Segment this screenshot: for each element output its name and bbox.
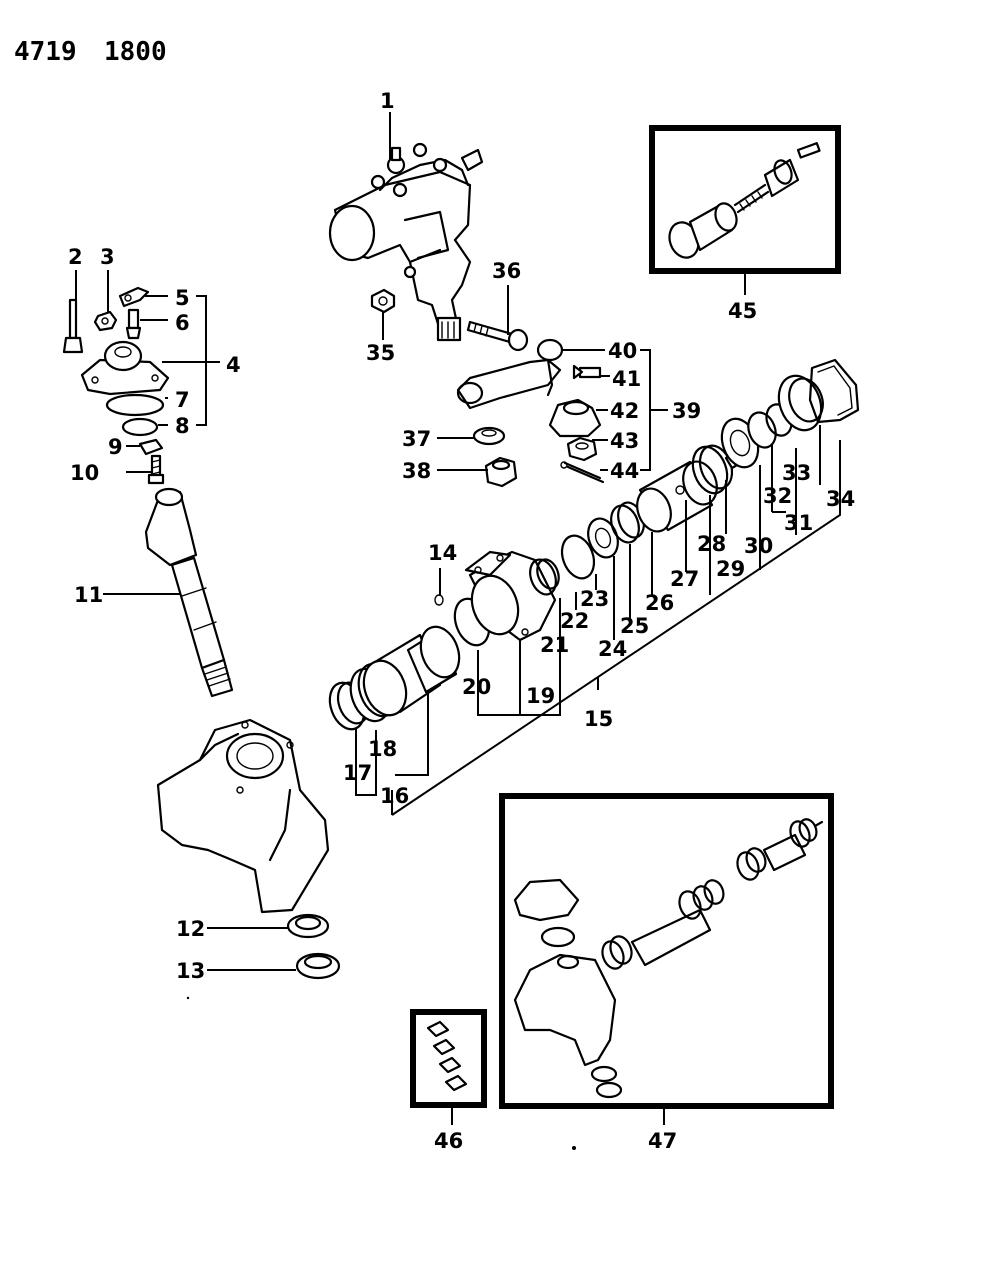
race-32	[747, 411, 777, 449]
callout-43: 43	[610, 429, 639, 453]
callout-35: 35	[366, 341, 395, 365]
callout-17: 17	[343, 761, 372, 785]
callout-5: 5	[175, 286, 190, 310]
callout-40: 40	[608, 339, 637, 363]
kit-46-parts	[426, 1020, 468, 1092]
callout-2: 2	[68, 245, 83, 269]
callout-9: 9	[108, 435, 123, 459]
callout-27: 27	[670, 567, 699, 591]
callout-7: 7	[175, 388, 190, 412]
grease-fitting-41	[572, 364, 602, 380]
gasket-8	[121, 417, 159, 437]
callout-42: 42	[610, 399, 639, 423]
castle-nut-43	[566, 436, 598, 462]
callout-39: 39	[672, 399, 701, 423]
adjust-screw-6	[125, 308, 142, 340]
dust-cover-42	[548, 398, 602, 438]
callout-34: 34	[826, 487, 855, 511]
snap-ring-34	[808, 358, 860, 424]
leader-lines	[75, 112, 841, 1125]
callout-47: 47	[648, 1129, 677, 1153]
bearing-24	[587, 517, 619, 559]
callout-14: 14	[428, 541, 457, 565]
gear-housing	[156, 718, 330, 914]
cotter-pin-44	[560, 461, 605, 484]
header-ref-b: 1800	[104, 37, 167, 67]
callout-36: 36	[492, 259, 521, 283]
callout-15: 15	[584, 707, 613, 731]
callout-41: 41	[612, 367, 641, 391]
lock-washer-37	[472, 426, 506, 446]
callout-6: 6	[175, 311, 190, 335]
callout-12: 12	[176, 917, 205, 941]
callout-24: 24	[598, 637, 627, 661]
callout-numbers: 1 2 3 4 5 6 7 8 9 10 11 12 13 14 15 16 1…	[68, 89, 855, 1153]
kit-45-parts	[668, 142, 821, 259]
nut-35	[370, 288, 396, 314]
callout-21: 21	[540, 633, 569, 657]
seal-21	[529, 558, 560, 596]
header-ref-a: 4719	[14, 37, 77, 67]
kit-box-46	[410, 1009, 487, 1108]
kit-47-parts	[513, 818, 824, 1099]
oil-seal-13	[295, 952, 341, 980]
valve-housing-19	[464, 550, 557, 642]
callout-16: 16	[380, 784, 409, 808]
callout-30: 30	[744, 534, 773, 558]
callout-23: 23	[580, 587, 609, 611]
callout-18: 18	[368, 737, 397, 761]
top-cover-4	[80, 340, 170, 396]
callout-32: 32	[763, 484, 792, 508]
worm-assembly-15	[328, 358, 860, 731]
nut-38	[484, 456, 518, 488]
kit-box-47	[499, 793, 834, 1109]
callout-26: 26	[645, 591, 674, 615]
callout-10: 10	[70, 461, 99, 485]
callout-44: 44	[610, 459, 639, 483]
o-ring-7	[105, 393, 165, 417]
callout-33: 33	[782, 461, 811, 485]
callout-46: 46	[434, 1129, 463, 1153]
lock-washer-9	[138, 438, 164, 456]
callout-4: 4	[226, 353, 241, 377]
steering-gear-assembly	[328, 142, 484, 342]
callout-28: 28	[697, 532, 726, 556]
adjusting-bolt-10	[147, 454, 165, 485]
o-ring-14	[434, 594, 444, 606]
bolt-2	[62, 298, 84, 354]
oil-seal-12	[286, 913, 330, 939]
bolt-36	[466, 320, 529, 352]
callout-1: 1	[380, 89, 395, 113]
callout-13: 13	[176, 959, 205, 983]
callout-3: 3	[100, 245, 115, 269]
callout-37: 37	[402, 427, 431, 451]
sector-shaft-11	[144, 487, 234, 698]
callout-8: 8	[175, 414, 190, 438]
callout-11: 11	[74, 583, 103, 607]
pitman-arm-40	[456, 338, 564, 410]
ball-nut-16	[362, 625, 461, 717]
callout-38: 38	[402, 459, 431, 483]
callout-25: 25	[620, 614, 649, 638]
kit-box-45	[649, 125, 841, 274]
callout-45: 45	[728, 299, 757, 323]
callout-22: 22	[560, 609, 589, 633]
callout-19: 19	[526, 684, 555, 708]
lock-plate-5	[118, 286, 150, 308]
callout-31: 31	[784, 511, 813, 535]
o-ring-23	[560, 534, 596, 580]
callout-29: 29	[716, 557, 745, 581]
valve-body-26	[636, 460, 718, 533]
callout-20: 20	[462, 675, 491, 699]
nut-3	[93, 310, 118, 332]
